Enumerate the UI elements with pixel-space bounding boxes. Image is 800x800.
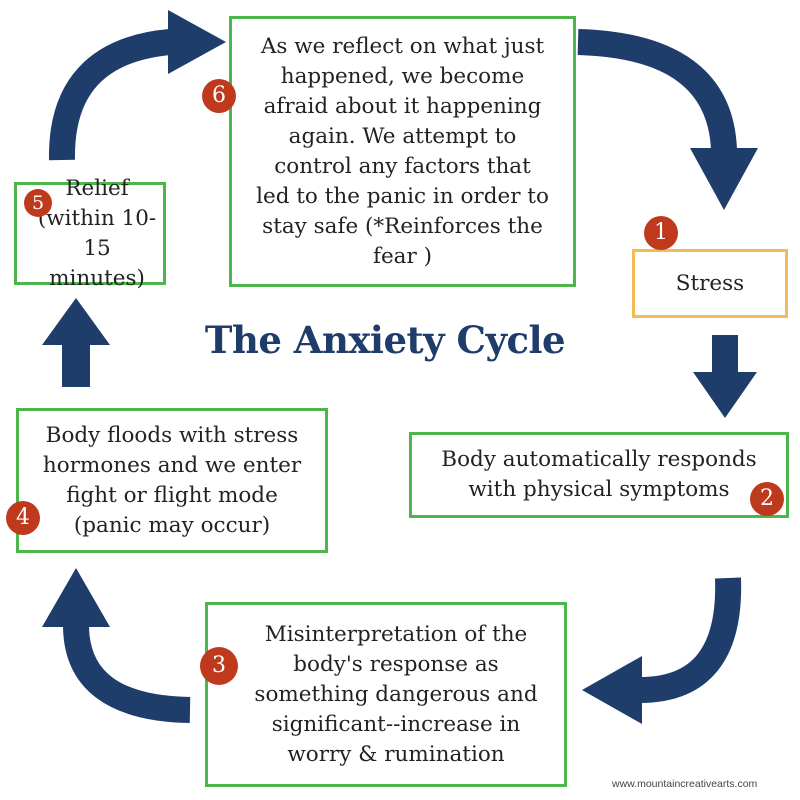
arrow-1-to-2-shaft [712,335,738,375]
arrow-3-to-4-head [42,568,110,627]
step-2-text: Body automatically responds with physica… [441,447,757,502]
step-6-text: As we reflect on what just happened, we … [256,33,549,269]
step-3-text: Misinterpretation of the body's response… [254,621,538,767]
step-5-text: Relief (within 10-15 minutes) [37,175,157,291]
step-4-box: Body floods with stress hormones and we … [16,408,328,553]
step-3-badge: 3 [200,647,238,685]
step-4-text: Body floods with stress hormones and we … [42,422,302,538]
arrow-5-to-6-head [168,10,226,74]
step-5-badge: 5 [24,189,52,217]
step-3-box: Misinterpretation of the body's response… [205,602,567,787]
website-credit: www.mountaincreativearts.com [612,778,758,790]
arrow-6-to-1 [577,29,737,151]
arrow-1-to-2-head [693,372,757,418]
arrow-2-to-3-head [582,656,642,724]
step-1-box: Stress [632,249,788,318]
arrow-6-to-1-head [690,148,758,210]
step-1-text: Stress [675,270,745,296]
step-6-box: As we reflect on what just happened, we … [229,16,576,287]
arrow-3-to-4 [63,624,191,723]
arrow-4-to-5-head [42,298,110,345]
step-1-badge: 1 [644,216,678,250]
arrow-2-to-3 [639,577,742,703]
diagram-title: The Anxiety Cycle [204,318,566,362]
step-2-box: Body automatically responds with physica… [409,432,789,518]
arrow-4-to-5-shaft [62,342,90,387]
step-4-badge: 4 [6,501,40,535]
arrow-5-to-6 [48,29,172,161]
step-2-badge: 2 [750,482,784,516]
step-6-badge: 6 [202,79,236,113]
